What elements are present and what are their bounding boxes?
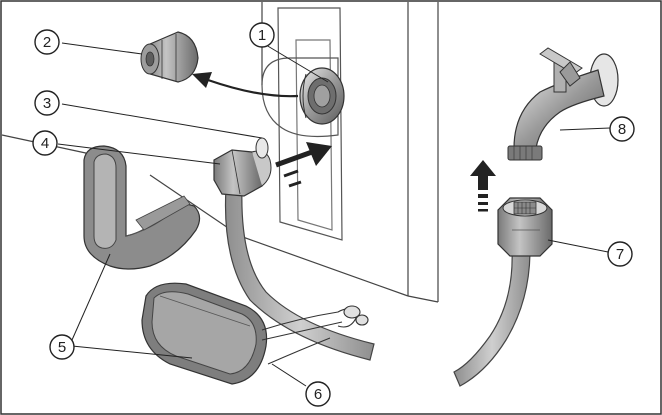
drain-hose	[224, 187, 375, 361]
remove-cap-arrow	[192, 72, 299, 98]
callout-4-label: 4	[41, 135, 49, 152]
callout-7: 7	[607, 241, 633, 267]
callout-5-label: 5	[58, 339, 66, 356]
connect-arrow	[275, 142, 332, 188]
callout-leaders	[57, 42, 611, 387]
callout-2-label: 2	[43, 34, 51, 51]
callout-3-label: 3	[43, 95, 51, 112]
callout-3: 3	[34, 90, 60, 116]
callout-1: 1	[249, 22, 275, 48]
hose-nut	[497, 197, 553, 257]
callout-8: 8	[609, 116, 635, 142]
cable-tie	[261, 305, 369, 365]
inlet-valve	[299, 67, 345, 125]
callout-6-label: 6	[314, 386, 322, 403]
callout-4: 4	[32, 130, 58, 156]
callout-2: 2	[34, 29, 60, 55]
hose-bracket-lower	[141, 282, 268, 385]
machine-body	[1, 2, 439, 303]
callout-7-label: 7	[616, 246, 624, 263]
transport-cap	[140, 31, 199, 83]
callout-6: 6	[305, 381, 331, 407]
hose-connector	[213, 137, 272, 197]
callout-1-label: 1	[258, 27, 266, 44]
water-tap	[507, 47, 619, 161]
attach-arrow	[470, 160, 496, 212]
callout-5: 5	[49, 334, 75, 360]
hose-bracket-upper	[83, 145, 201, 270]
callout-8-label: 8	[618, 121, 626, 138]
supply-hose	[453, 249, 531, 387]
